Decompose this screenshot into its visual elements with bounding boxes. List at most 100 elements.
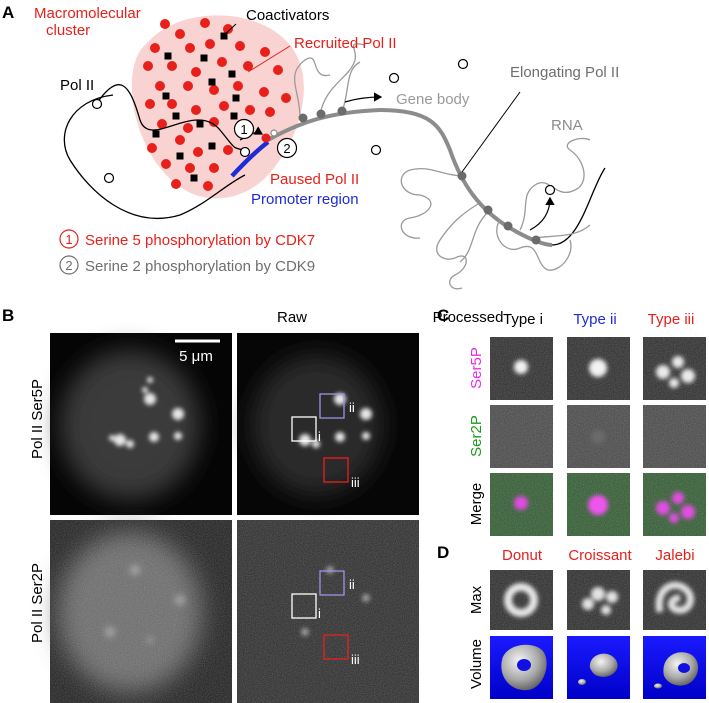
recruited-pol-ii-dot bbox=[167, 61, 177, 71]
row-ser2p-label: Pol II Ser2P bbox=[29, 563, 46, 643]
recruited-pol-ii-dot bbox=[191, 67, 201, 77]
type-iii-label: Type iii bbox=[648, 311, 695, 328]
recruited-pol-ii-dot bbox=[223, 24, 233, 34]
gene-body-dna bbox=[267, 107, 553, 247]
image-raw-ser5p: 5 μm bbox=[50, 333, 232, 515]
gene-body-label: Gene body bbox=[396, 91, 470, 108]
roi-i-ser2p bbox=[291, 593, 317, 619]
volume-donut bbox=[490, 636, 553, 699]
coactivator-square bbox=[200, 54, 208, 62]
recruited-pol-ii-dot bbox=[245, 105, 255, 115]
coactivator-square bbox=[176, 152, 184, 160]
panel-d-letter: D bbox=[437, 543, 449, 562]
max-jalebi bbox=[643, 570, 706, 630]
panel-b: B Raw Processed Pol II Ser5P Pol II Ser2… bbox=[2, 306, 503, 703]
row-ser5p-label-c: Ser5P bbox=[468, 347, 485, 389]
recruited-pol-ii-dot bbox=[205, 39, 215, 49]
coactivator-square bbox=[228, 70, 236, 78]
gene-body-start-dot bbox=[270, 129, 278, 137]
coactivators-label: Coactivators bbox=[246, 7, 329, 24]
elongating-pol-ii-dots bbox=[298, 106, 541, 245]
elongating-pol-ii-label: Elongating Pol II bbox=[510, 64, 619, 81]
image-raw-ser2p bbox=[50, 520, 232, 703]
recruited-pol-ii-dot bbox=[185, 43, 195, 53]
recruited-pol-ii-dot bbox=[209, 163, 219, 173]
recruited-pol-ii-dot bbox=[183, 81, 193, 91]
recruited-pol-ii-dot bbox=[223, 145, 233, 155]
recruited-pol-ii-label: Recruited Pol II bbox=[294, 35, 397, 52]
cluster-label-line1: Macromolecular bbox=[34, 5, 141, 22]
svg-text:ii: ii bbox=[349, 577, 355, 592]
pol-ii-path bbox=[96, 84, 245, 151]
thumb-ser2p-type-ii bbox=[567, 405, 630, 468]
recruited-pol-ii-dot bbox=[167, 99, 177, 109]
col-processed-label: Processed bbox=[433, 309, 504, 326]
thumb-merge-type-i bbox=[490, 473, 553, 536]
recruited-pol-ii-dot bbox=[191, 105, 201, 115]
recruited-pol-ii-dot bbox=[260, 47, 270, 57]
type-ii-label: Type ii bbox=[573, 311, 616, 328]
recruited-pol-ii-dot bbox=[161, 159, 171, 169]
coactivator-square bbox=[162, 92, 170, 100]
svg-text:ii: ii bbox=[349, 400, 355, 415]
recruited-pol-ii-dot bbox=[273, 65, 283, 75]
cluster-label-line2: cluster bbox=[46, 22, 90, 39]
roi-labels: ii i iii ii i iii bbox=[318, 400, 360, 667]
coactivators-leader bbox=[223, 23, 237, 36]
paused-pol-ii-dot bbox=[261, 133, 271, 143]
thumb-ser5p-type-i bbox=[490, 337, 553, 400]
row-ser5p-label: Pol II Ser5P bbox=[29, 379, 46, 459]
transcription-arrow bbox=[529, 196, 555, 231]
volume-croissant bbox=[567, 636, 630, 699]
panel-c: C Type i Type ii Type iii Ser5P Ser2P Me… bbox=[437, 306, 706, 536]
recruited-pol-ii-dot bbox=[203, 181, 213, 191]
recruited-pol-ii-dot bbox=[143, 61, 153, 71]
recruited-pol-ii-dot bbox=[281, 93, 291, 103]
roi-ii-ser5p bbox=[319, 393, 345, 419]
panel-c-letter: C bbox=[437, 306, 449, 325]
legend-item-1: 1 Serine 5 phosphorylation by CDK7 bbox=[59, 229, 315, 249]
thumb-merge-type-iii bbox=[643, 473, 706, 536]
panel-a: A Macromolecular cluster bbox=[2, 3, 619, 290]
row-merge-label-c: Merge bbox=[468, 483, 485, 526]
coactivator-square bbox=[190, 174, 198, 182]
svg-text:iii: iii bbox=[351, 652, 360, 667]
free-pol-ii-circles bbox=[91, 58, 556, 196]
roi-iii-ser2p bbox=[323, 634, 349, 660]
promoter-region-label: Promoter region bbox=[251, 191, 359, 208]
recruited-pol-ii-dot bbox=[200, 18, 210, 28]
recruited-pol-ii-dot bbox=[209, 117, 219, 127]
recruited-pol-ii-dot bbox=[160, 19, 170, 29]
recruited-leader bbox=[247, 45, 291, 73]
panel-a-letter: A bbox=[2, 3, 14, 22]
recruited-pol-ii-dot bbox=[171, 179, 181, 189]
recruited-pol-ii-dot bbox=[259, 87, 269, 97]
row-volume-label: Volume bbox=[468, 639, 485, 689]
svg-text:2: 2 bbox=[65, 258, 72, 273]
recruited-pol-ii-dot bbox=[155, 81, 165, 91]
recruited-pol-ii-dot bbox=[185, 163, 195, 173]
donut-label: Donut bbox=[502, 547, 543, 564]
coactivator-square bbox=[208, 78, 216, 86]
max-croissant bbox=[567, 570, 630, 630]
recruited-pol-ii-dot bbox=[157, 119, 167, 129]
recruited-pol-ii-dot bbox=[209, 85, 219, 95]
image-processed-ser5p bbox=[237, 333, 419, 515]
thumb-ser2p-type-iii bbox=[643, 405, 706, 468]
promoter-region-segment bbox=[230, 140, 270, 178]
coactivator-square bbox=[164, 52, 172, 60]
recruited-pol-ii-dot bbox=[219, 101, 229, 111]
coactivator-squares bbox=[152, 32, 240, 182]
row-ser2p-label-c: Ser2P bbox=[468, 415, 485, 457]
row-max-label: Max bbox=[468, 585, 485, 614]
coactivator-square bbox=[208, 142, 216, 150]
svg-text:i: i bbox=[318, 606, 321, 621]
roi-ii-ser2p bbox=[319, 570, 345, 596]
type-i-label: Type i bbox=[503, 311, 543, 328]
croissant-label: Croissant bbox=[568, 547, 632, 564]
svg-text:2: 2 bbox=[283, 141, 290, 156]
recruited-pol-ii-dot bbox=[235, 41, 245, 51]
coactivator-square bbox=[152, 130, 160, 138]
svg-text:1: 1 bbox=[240, 122, 247, 137]
recruited-pol-ii-dot bbox=[150, 43, 160, 53]
